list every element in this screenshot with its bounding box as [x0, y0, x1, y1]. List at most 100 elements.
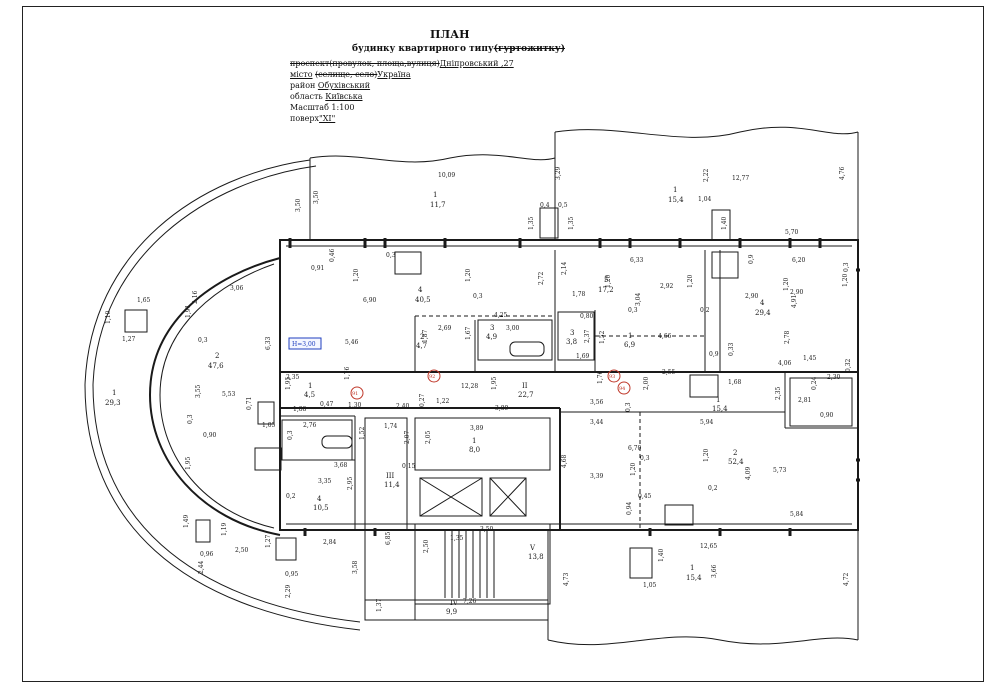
dimension-label: 0,2 — [708, 485, 718, 492]
marker-93-circle — [607, 369, 621, 383]
room-12-num: 1 — [308, 382, 312, 390]
dimension-label: 10,09 — [438, 172, 455, 179]
dimension-label: 1,27 — [265, 534, 272, 548]
dimension-label: 1,19 — [221, 522, 228, 536]
dimension-label: 7,26 — [463, 598, 477, 605]
west-inner-arc — [148, 257, 281, 536]
dimension-label: 1,68 — [728, 379, 742, 386]
room-16-num: 2 — [733, 449, 737, 457]
dimension-label: 0,90 — [203, 432, 217, 439]
dimension-label: 1,78 — [572, 291, 586, 298]
room-18-area: 10,5 — [313, 504, 329, 512]
region-line: область Київська — [290, 92, 363, 102]
bathtub-1 — [509, 341, 545, 357]
dimension-label: 0,3 — [187, 414, 194, 424]
dimension-label: 3,04 — [635, 292, 642, 306]
dimension-label: 2,92 — [660, 283, 674, 290]
dimension-label: 1,65 — [137, 297, 151, 304]
bathroom-3 — [477, 319, 553, 361]
dimension-label: 1,20 — [783, 277, 790, 291]
dimension-label: 2,78 — [784, 330, 791, 344]
dimension-label: 1,35 — [450, 535, 464, 542]
plan-title: ПЛАН — [430, 28, 470, 41]
room-3-num: 1 — [433, 191, 437, 199]
stair-small-2 — [711, 251, 739, 279]
dimension-label: 0,91 — [311, 265, 324, 272]
dimension-label: 0,32 — [845, 358, 852, 372]
dimension-label: 1,05 — [262, 422, 276, 429]
dimension-label: 6,33 — [630, 257, 644, 264]
outer-arc-west-inner — [92, 165, 361, 623]
stair-iv-bottom — [365, 599, 548, 621]
dimension-label: 0,3 — [628, 307, 638, 314]
room-3-area: 11,7 — [430, 201, 446, 209]
room-20-area: 9,9 — [446, 608, 457, 616]
dimension-label: 0,3 — [198, 337, 208, 344]
district-label: район — [290, 81, 316, 90]
dimension-label: 3,55 — [195, 384, 202, 398]
room-19-num: V — [529, 544, 536, 552]
dimension-label: 6,90 — [363, 297, 377, 304]
dimension-label: 3,39 — [590, 473, 604, 480]
dimension-label: 0,15 — [402, 463, 416, 470]
dimension-label: 3,50 — [295, 198, 302, 212]
dimension-label: 3,35 — [318, 478, 332, 485]
dimension-label: 5,73 — [773, 467, 787, 474]
dimension-label: 4,76 — [839, 166, 846, 180]
dimension-label: 3,44 — [590, 419, 604, 426]
sheet-frame — [22, 6, 984, 682]
bathroom-3b — [557, 311, 595, 361]
city-value: Україна — [377, 70, 411, 79]
room-6-area: 17,2 — [598, 286, 614, 294]
dimension-label: 0,47 — [320, 401, 334, 408]
dimension-label: 1,69 — [576, 353, 590, 360]
address-struck: проспект(провулок, площа,вулиця) — [290, 59, 440, 68]
terrace-bottom-edge — [547, 636, 859, 646]
dimension-label: 2,40 — [396, 403, 410, 410]
height-note-box — [288, 337, 322, 350]
room-4-area: 40,5 — [415, 296, 431, 304]
subtitle-struck: (гуртожитку) — [493, 44, 565, 54]
dimension-label: 2,72 — [538, 271, 545, 285]
dimension-label: 6,20 — [792, 257, 806, 264]
dimension-label: 2,76 — [303, 422, 317, 429]
room-11-area: 6,9 — [624, 341, 635, 349]
west-inner-arc-2 — [159, 263, 275, 529]
plan-subtitle: будинку квартирного типу(гуртожитку) — [352, 44, 565, 54]
room-14-num: 1 — [716, 396, 720, 404]
room-17-num: III — [386, 472, 395, 480]
room-10-num: 3 — [570, 329, 574, 337]
address-value: Дніпровський ,27 — [439, 59, 514, 68]
dimension-label: 0,94 — [626, 501, 633, 515]
scale-line: Масштаб 1:100 — [290, 103, 355, 112]
dimension-label: 0,95 — [285, 571, 299, 578]
dimension-label: 2,35 — [775, 386, 782, 400]
room-18-num: 4 — [317, 495, 322, 503]
dimension-label: 0,27 — [419, 393, 426, 407]
dimension-label: 2,90 — [745, 293, 759, 300]
dimension-label: 0,24 — [811, 376, 818, 390]
terrace-top-left-edge — [309, 154, 556, 163]
dimension-label: 1,45 — [803, 355, 817, 362]
room-1-area: 29,3 — [105, 399, 121, 407]
dimension-label: 1,20 — [703, 448, 710, 462]
room-9-num: 3 — [490, 324, 494, 332]
room-20-num: IV — [450, 599, 459, 607]
bathroom-east — [789, 377, 853, 427]
stair-small-4 — [254, 447, 282, 471]
dimension-label: 0,4 — [540, 202, 550, 209]
dimension-label: 1,67 — [465, 326, 472, 340]
dimension-label: 3,56 — [590, 399, 604, 406]
floor-line: поверх"XI" — [290, 114, 335, 124]
column-west-3 — [275, 537, 297, 561]
dimension-label: 1,49 — [183, 514, 190, 528]
city-label: місто — [290, 70, 313, 79]
column-north-2 — [539, 207, 559, 239]
dimension-label: 0,9 — [748, 254, 755, 264]
subtitle-plain: будинку квартирного типу — [352, 44, 494, 54]
dimension-label: 3,50 — [480, 526, 494, 533]
district-value: Обухівський — [317, 81, 371, 90]
dimension-label: 5,53 — [222, 391, 236, 398]
wall-ticks — [288, 238, 860, 536]
